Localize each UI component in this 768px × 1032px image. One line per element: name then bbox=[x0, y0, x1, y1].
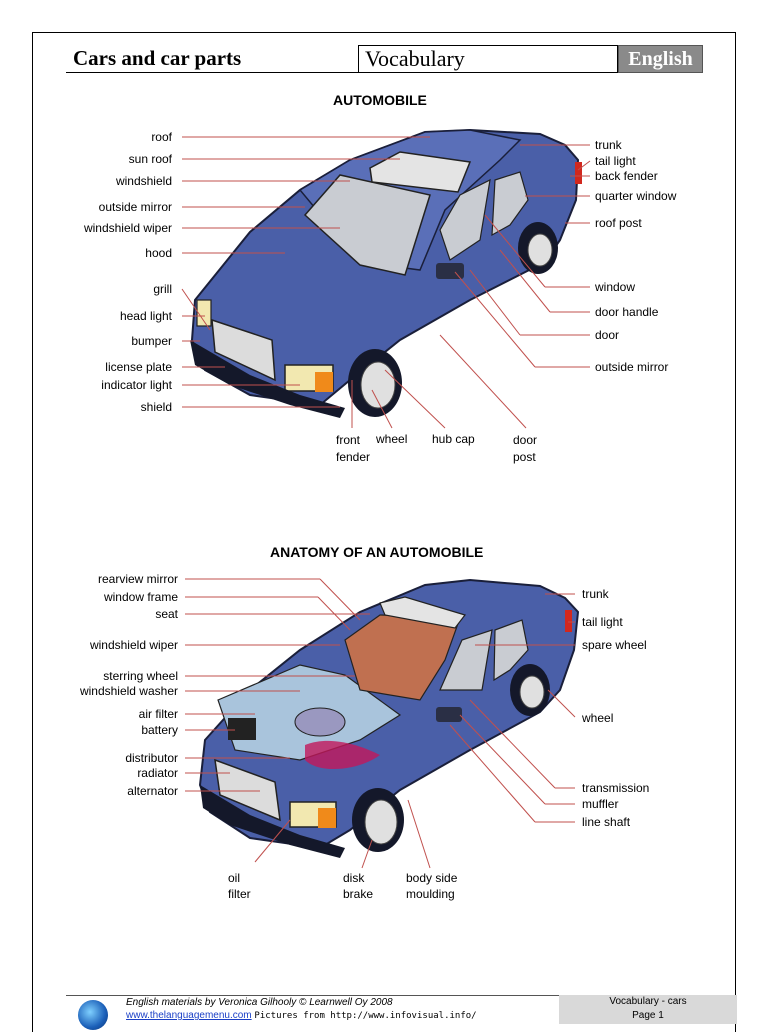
label-outside-mirror-right: outside mirror bbox=[595, 360, 669, 374]
label-battery: battery bbox=[141, 723, 178, 737]
label-window-frame: window frame bbox=[103, 590, 178, 604]
leader-lines-1 bbox=[181, 136, 591, 429]
label-grill: grill bbox=[153, 282, 172, 296]
label-door-post: door post bbox=[513, 433, 538, 464]
label-tail-light: tail light bbox=[595, 154, 636, 168]
label-oil-filter: oil filter bbox=[228, 871, 251, 901]
page-title: Cars and car parts bbox=[73, 46, 242, 70]
label-indicator-light: indicator light bbox=[101, 378, 172, 392]
label-wheel: wheel bbox=[376, 432, 408, 446]
label-line-shaft: line shaft bbox=[582, 815, 631, 829]
footer-pictures-source: Pictures from http://www.infovisual.info… bbox=[254, 1011, 477, 1021]
label-muffler: muffler bbox=[582, 797, 619, 811]
label-spare-wheel: spare wheel bbox=[582, 638, 647, 652]
section-title-automobile: AUTOMOBILE bbox=[333, 92, 427, 108]
footer-credits: English materials by Veronica Gilhooly ©… bbox=[126, 996, 477, 1023]
section-title-anatomy: ANATOMY OF AN AUTOMOBILE bbox=[270, 544, 484, 560]
label-door-handle: door handle bbox=[595, 305, 659, 319]
label-tail-light-2: tail light bbox=[582, 615, 623, 629]
label-windshield-wiper-2: windshield wiper bbox=[89, 638, 178, 652]
label-body-side-moulding: body side moulding bbox=[406, 871, 458, 901]
vocabulary-box: Vocabulary bbox=[358, 45, 618, 73]
label-sterring-wheel: sterring wheel bbox=[103, 669, 178, 683]
label-sun-roof: sun roof bbox=[128, 152, 172, 166]
label-trunk-2: trunk bbox=[582, 587, 609, 601]
label-window: window bbox=[595, 280, 636, 294]
label-windshield-washer: windshield washer bbox=[79, 684, 178, 698]
car-illustration-2 bbox=[198, 578, 580, 858]
language-badge: English bbox=[618, 45, 703, 73]
label-disk-brake: disk brake bbox=[343, 871, 374, 901]
car-illustration-1 bbox=[190, 128, 582, 418]
footer-rule bbox=[66, 995, 559, 996]
label-rearview-mirror: rearview mirror bbox=[97, 572, 178, 586]
label-windshield-wiper: windshield wiper bbox=[83, 221, 172, 235]
label-distributor: distributor bbox=[125, 751, 178, 765]
label-radiator: radiator bbox=[137, 766, 178, 780]
label-front-fender: front fender bbox=[336, 433, 371, 464]
footer-page-box: Vocabulary - cars Page 1 bbox=[559, 995, 737, 1024]
footer-page-number: Page 1 bbox=[632, 1010, 664, 1021]
leader-lines-2 bbox=[185, 578, 576, 869]
page-frame bbox=[32, 32, 736, 1032]
label-head-light: head light bbox=[119, 309, 172, 323]
label-license-plate: license plate bbox=[105, 360, 172, 374]
label-bumper: bumper bbox=[131, 334, 172, 348]
label-alternator: alternator bbox=[127, 784, 178, 798]
label-shield: shield bbox=[140, 400, 172, 414]
label-outside-mirror: outside mirror bbox=[98, 200, 172, 214]
label-quarter-window: quarter window bbox=[595, 189, 677, 203]
label-seat: seat bbox=[155, 607, 178, 621]
label-door: door bbox=[595, 328, 620, 342]
label-back-fender: back fender bbox=[595, 169, 658, 183]
label-trunk: trunk bbox=[595, 138, 622, 152]
label-transmission: transmission bbox=[582, 781, 650, 795]
footer-page-name: Vocabulary - cars bbox=[609, 996, 687, 1007]
label-hub-cap: hub cap bbox=[432, 432, 475, 446]
label-windshield: windshield bbox=[115, 174, 172, 188]
globe-logo bbox=[78, 1000, 108, 1030]
label-wheel-2: wheel bbox=[582, 711, 614, 725]
label-air-filter: air filter bbox=[138, 707, 178, 721]
label-roof: roof bbox=[151, 130, 172, 144]
footer-credit: English materials by Veronica Gilhooly ©… bbox=[126, 997, 393, 1008]
footer-link[interactable]: www.thelanguagemenu.com bbox=[126, 1010, 252, 1021]
label-hood: hood bbox=[145, 246, 172, 260]
label-roof-post: roof post bbox=[595, 216, 642, 230]
title-underline bbox=[66, 72, 358, 73]
